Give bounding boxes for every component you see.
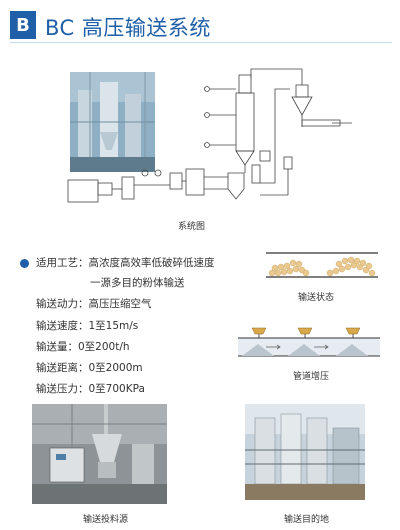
system-diagram: [60, 65, 355, 215]
spec-value: 一源多目的粉体输送: [90, 277, 185, 289]
spec-value: 0至200t/h: [78, 341, 130, 353]
transport-state-figure: [266, 252, 378, 278]
spec-value: 0至2000m: [88, 362, 143, 374]
destination-photo: [245, 404, 365, 500]
spec-value: 0至700KPa: [88, 383, 145, 395]
spec-label: 适用工艺：: [36, 257, 89, 269]
spec-value: 高压压缩空气: [88, 298, 152, 310]
bullet-icon: [20, 259, 29, 268]
spec-pressure: 输送压力：0至700KPa: [36, 381, 145, 396]
destination-caption: 输送目的地: [284, 515, 330, 525]
spec-process-cont: 一源多目的粉体输送: [90, 275, 185, 290]
diagram-caption: 系统图: [178, 222, 206, 232]
spec-label: 输送量：: [36, 341, 78, 353]
spec-label: 输送动力：: [36, 298, 89, 310]
spec-power: 输送动力：高压压缩空气: [36, 296, 152, 311]
spec-amount: 输送量：0至200t/h: [36, 339, 130, 354]
spec-label: 输送压力：: [36, 383, 89, 395]
pipe-boost-figure: [238, 322, 380, 358]
pipe-boost-caption: 管道增压: [293, 372, 330, 382]
transport-state-caption: 输送状态: [298, 293, 335, 303]
spec-value: 高浓度高效率低破碎低速度: [88, 257, 215, 269]
source-caption: 输送投料源: [83, 515, 129, 525]
spec-process: 适用工艺：高浓度高效率低破碎低速度: [36, 255, 215, 270]
header-divider: [10, 42, 392, 43]
spec-speed: 输送速度：1至15m/s: [36, 318, 138, 333]
spec-distance: 输送距离：0至2000m: [36, 360, 143, 375]
feeding-source-photo: [32, 404, 167, 504]
equipment-photo: [70, 72, 155, 172]
spec-label: 输送距离：: [36, 362, 89, 374]
page-title: BC 高压输送系统: [45, 16, 211, 40]
spec-value: 1至15m/s: [88, 320, 139, 332]
spec-label: 输送速度：: [36, 320, 89, 332]
section-badge: B: [10, 11, 36, 39]
